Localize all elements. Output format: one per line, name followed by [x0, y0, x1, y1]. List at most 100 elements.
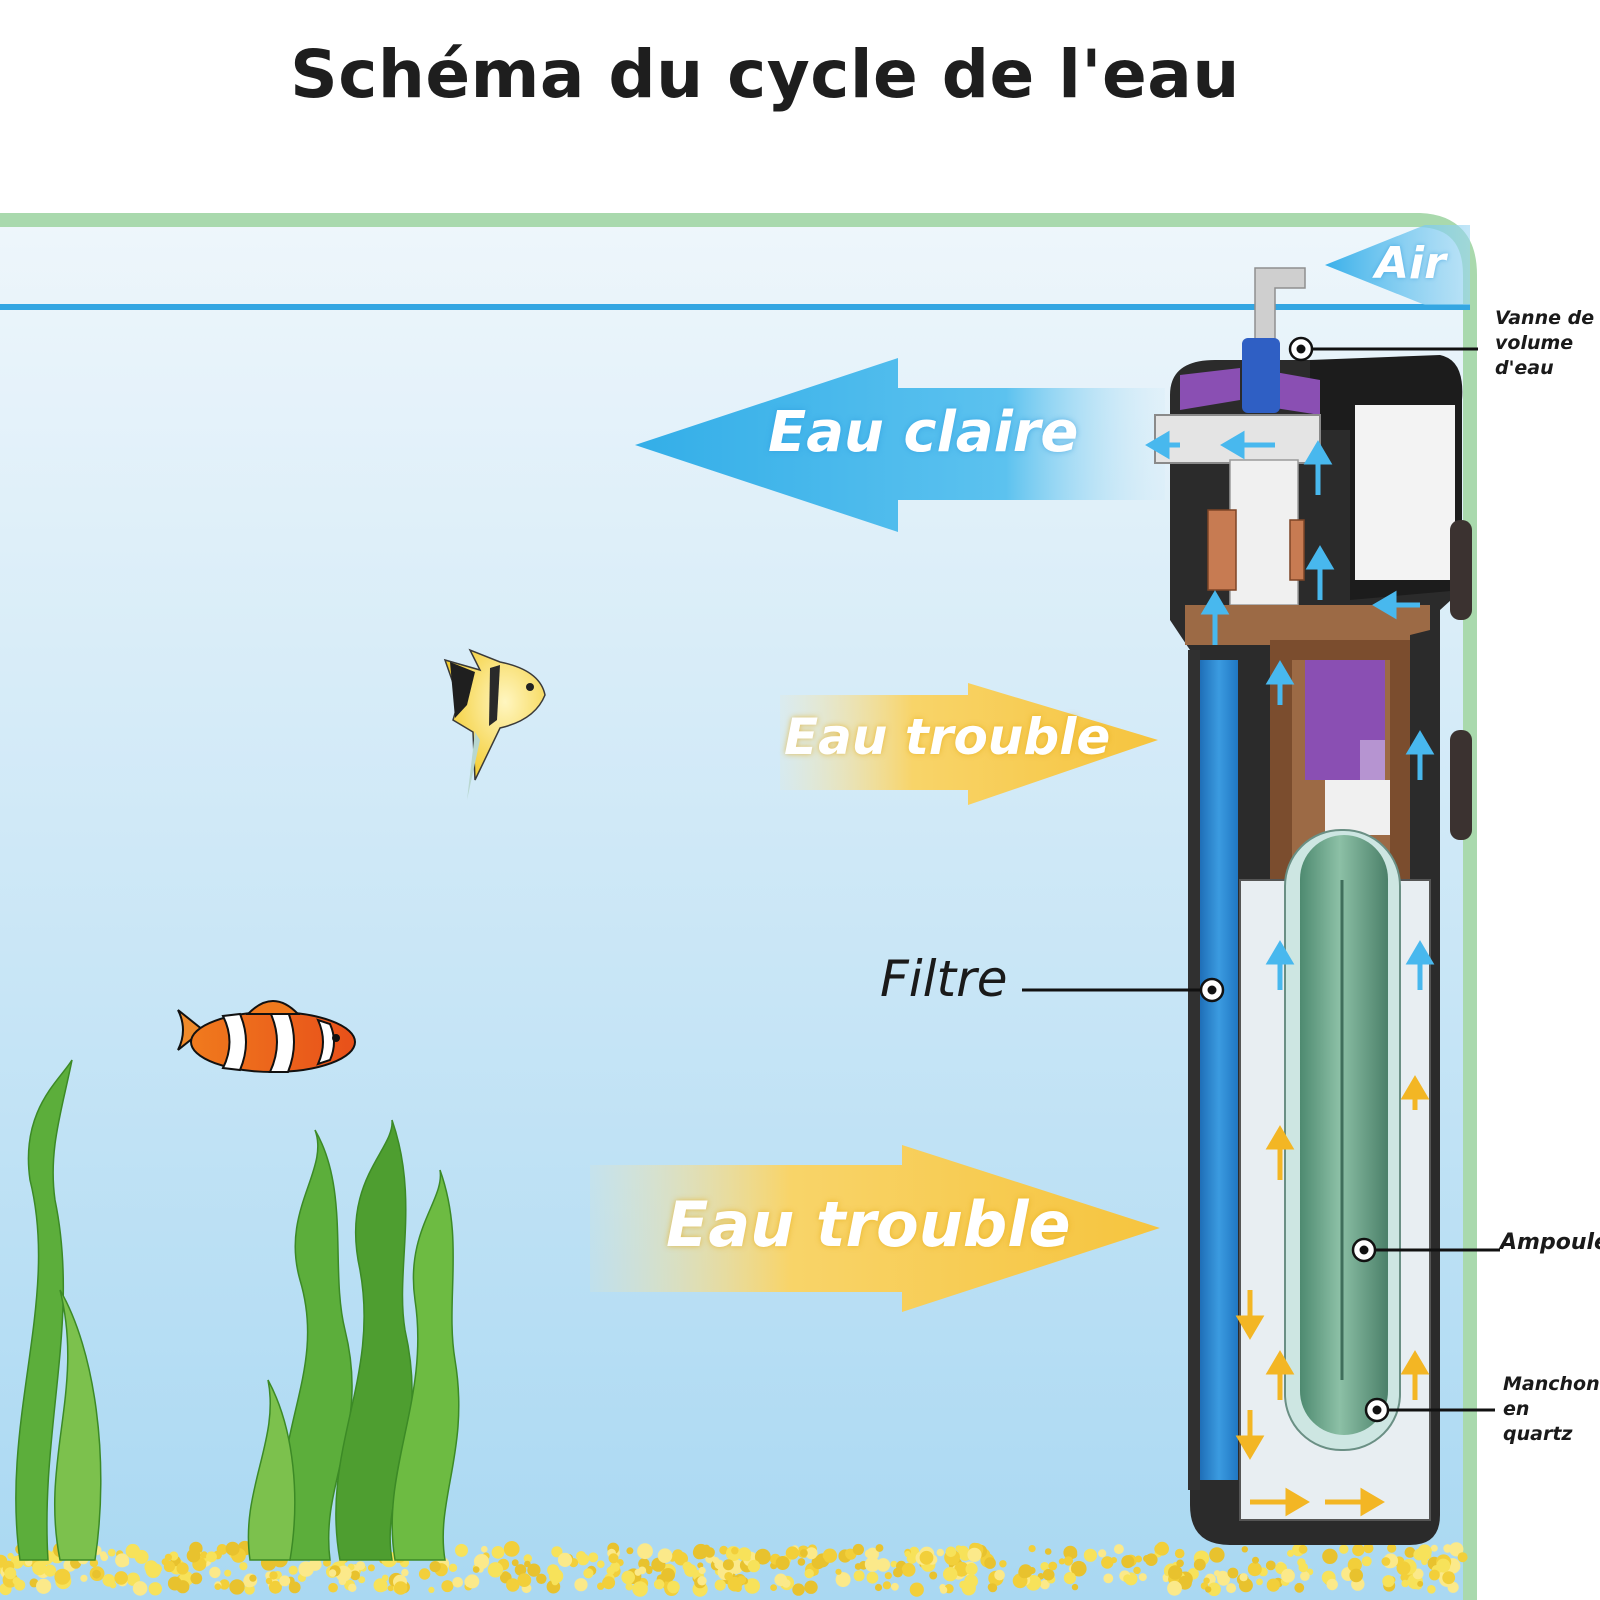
- gravel-pebble: [524, 1560, 531, 1568]
- gravel-pebble: [249, 1574, 257, 1582]
- gravel-pebble: [1430, 1544, 1438, 1552]
- gravel-pebble: [506, 1578, 520, 1592]
- air-label: Air: [1375, 238, 1446, 289]
- gravel-pebble: [1252, 1556, 1259, 1564]
- gravel-pebble: [348, 1583, 357, 1593]
- gravel-pebble: [132, 1581, 148, 1596]
- gravel-pebble: [835, 1572, 851, 1588]
- gravel-pebble: [1063, 1556, 1074, 1566]
- gravel-pebble: [919, 1550, 934, 1565]
- gravel-pebble: [904, 1550, 911, 1558]
- aquatic-plants: [15, 1059, 460, 1561]
- gravel-pebble: [854, 1563, 862, 1570]
- gravel-pebble: [1347, 1557, 1362, 1572]
- gravel-pebble: [936, 1548, 944, 1557]
- gravel-pebble: [1401, 1579, 1409, 1588]
- water-valve-knob: [1242, 338, 1280, 413]
- gravel-pebble: [536, 1573, 547, 1585]
- gravel-pebble: [92, 1569, 101, 1579]
- gravel-pebble: [653, 1579, 665, 1590]
- gravel-pebble: [1266, 1578, 1280, 1592]
- gravel-pebble: [1216, 1570, 1229, 1583]
- gravel-pebble: [731, 1547, 739, 1555]
- gravel-pebble: [770, 1584, 777, 1591]
- gravel-pebble: [1429, 1569, 1440, 1581]
- gravel-pebble: [373, 1578, 388, 1593]
- gravel-pebble: [1436, 1558, 1451, 1573]
- gravel-pebble: [744, 1578, 760, 1594]
- filter-media: [1200, 660, 1238, 1480]
- gravel-pebble: [891, 1582, 899, 1591]
- valve-label: Vanne de volume d'eau: [1495, 307, 1595, 379]
- gravel-pebble: [216, 1544, 228, 1555]
- gravel-pebble: [7, 1552, 14, 1560]
- air-arrow: [1325, 225, 1470, 305]
- gravel-pebble: [1322, 1548, 1338, 1565]
- gravel-pebble: [265, 1577, 273, 1585]
- gravel-pebble: [465, 1574, 480, 1589]
- gravel-pebble: [1168, 1565, 1183, 1580]
- gravel-pebble: [638, 1566, 647, 1575]
- gravel-pebble: [852, 1543, 865, 1556]
- gravel-pebble: [1363, 1543, 1374, 1554]
- gravel-pebble: [1381, 1557, 1391, 1566]
- gravel-pebble: [775, 1556, 790, 1570]
- gravel-pebble: [853, 1570, 865, 1582]
- gravel-pebble: [965, 1563, 978, 1576]
- clear-water-arrow: [635, 358, 1165, 532]
- gravel-pebble: [32, 1561, 47, 1576]
- gravel-pebble: [884, 1572, 892, 1580]
- gravel-pebble: [866, 1571, 879, 1584]
- gravel-pebble: [961, 1581, 976, 1596]
- gravel-pebble: [148, 1582, 162, 1596]
- gravel-pebble: [175, 1582, 184, 1591]
- gravel-pebble: [511, 1559, 519, 1567]
- callout-lines: [1022, 347, 1500, 1412]
- gravel-pebble: [1048, 1561, 1058, 1571]
- angelfish: [443, 648, 546, 800]
- gravel-pebble: [638, 1558, 650, 1570]
- filter-label: Filtre: [880, 950, 1008, 1008]
- gravel-pebble: [1256, 1578, 1263, 1586]
- gravel-pebble: [1449, 1542, 1464, 1557]
- gravel-pebble: [955, 1545, 962, 1552]
- gravel-pebble: [176, 1562, 189, 1575]
- gravel-pebble: [804, 1580, 818, 1594]
- gravel-pebble: [1193, 1558, 1206, 1571]
- gravel-pebble: [785, 1546, 799, 1560]
- gravel-pebble: [698, 1566, 706, 1575]
- gravel-pebble: [473, 1554, 490, 1570]
- gravel-pebble: [523, 1554, 532, 1563]
- gravel-pebble: [1382, 1575, 1395, 1588]
- gravel-pebble: [657, 1548, 673, 1563]
- gravel-pebble: [44, 1564, 57, 1577]
- gravel-pebble: [1417, 1580, 1424, 1587]
- gravel-pebble: [882, 1581, 892, 1590]
- gravel-pebble: [514, 1564, 527, 1576]
- gravel-pebble: [988, 1583, 998, 1593]
- gravel-pebble: [1361, 1556, 1372, 1567]
- gravel-pebble: [674, 1551, 688, 1566]
- gravel-pebble: [697, 1576, 707, 1586]
- gravel-pebble: [1110, 1557, 1117, 1564]
- gravel-pebble: [219, 1579, 230, 1590]
- gravel-pebble: [1071, 1560, 1087, 1577]
- gravel-pebble: [901, 1563, 916, 1577]
- gravel-pebble: [487, 1562, 504, 1578]
- gravel-pebble: [945, 1546, 957, 1558]
- gravel-pebble: [625, 1582, 633, 1591]
- uv-bulb: [1300, 835, 1388, 1435]
- gravel-pebble: [1427, 1585, 1436, 1594]
- gravel-pebble: [350, 1570, 360, 1581]
- gravel-pebble: [1155, 1541, 1169, 1556]
- gravel-pebble: [1387, 1543, 1397, 1553]
- gravel-pebble: [125, 1543, 140, 1559]
- gravel-pebble: [637, 1543, 653, 1560]
- gravel-pebble: [692, 1545, 707, 1560]
- gravel-pebble: [145, 1562, 161, 1579]
- callout-markers: [1199, 336, 1390, 1423]
- gravel-pebble: [114, 1571, 128, 1585]
- gravel-pebble: [621, 1570, 635, 1585]
- gravel-pebble: [288, 1565, 298, 1575]
